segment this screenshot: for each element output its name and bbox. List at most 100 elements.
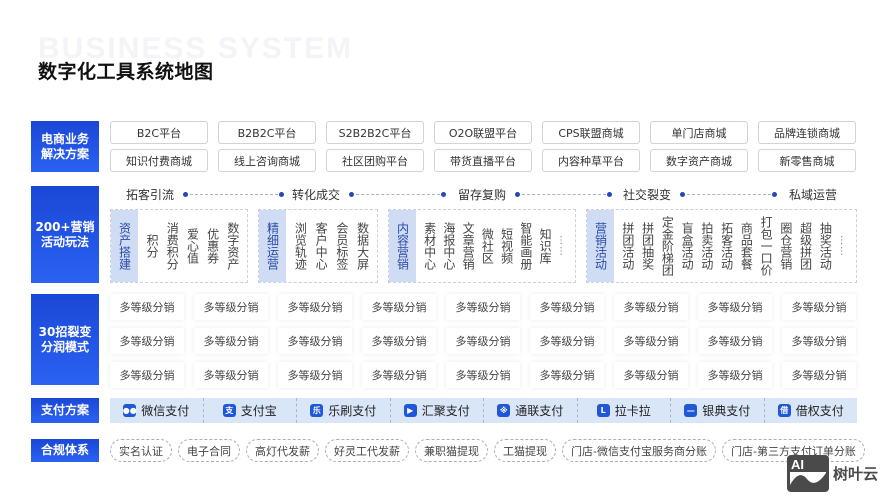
activity-item[interactable]: 圈仓营销: [778, 222, 793, 270]
distribution-item[interactable]: 多等级分销: [446, 294, 520, 320]
activity-item[interactable]: 消费积分: [165, 222, 180, 270]
stage-private: 私域运营: [789, 188, 838, 202]
activity-group-items: 素材中心海报中心文章营销微社区短视频智能画册知识库……: [416, 210, 575, 282]
distribution-item[interactable]: 多等级分销: [698, 362, 772, 388]
payment-item[interactable]: 借借权支付: [765, 398, 858, 423]
distribution-item[interactable]: 多等级分销: [530, 328, 604, 354]
distribution-item[interactable]: 多等级分销: [698, 328, 772, 354]
compliance-pill[interactable]: 工猫提现: [494, 439, 556, 462]
stage-dot: [515, 192, 520, 197]
alipay-icon: 支: [222, 404, 236, 417]
solution-item[interactable]: 单门店商城: [650, 121, 748, 144]
activity-group-items: 积分消费积分爱心值优惠券数字资产: [138, 210, 247, 282]
activity-item[interactable]: 拼团抽奖: [640, 222, 655, 270]
activity-item[interactable]: 微社区: [480, 228, 495, 264]
activity-item[interactable]: 文章营销: [461, 222, 476, 270]
compliance-pill[interactable]: 电子合同: [178, 439, 240, 462]
stage-dot: [772, 192, 777, 197]
stage-convert: 转化成交: [292, 188, 341, 202]
distribution-item[interactable]: 多等级分销: [614, 362, 688, 388]
activity-item[interactable]: 商品套餐: [739, 222, 754, 270]
distribution-item[interactable]: 多等级分销: [614, 294, 688, 320]
payment-item[interactable]: ▶汇聚支付: [391, 398, 484, 423]
distribution-item[interactable]: 多等级分销: [782, 294, 856, 320]
compliance-pill[interactable]: 兼职猫提现: [415, 439, 488, 462]
activity-group-head: 营销活动: [587, 210, 614, 282]
distribution-item[interactable]: 多等级分销: [446, 328, 520, 354]
distribution-item[interactable]: 多等级分销: [110, 294, 184, 320]
lakala-icon: L: [596, 404, 610, 417]
distribution-item[interactable]: 多等级分销: [782, 362, 856, 388]
activity-item[interactable]: 会员标签: [334, 222, 349, 270]
solution-item[interactable]: S2B2B2C平台: [326, 121, 424, 144]
stage-connector: [687, 194, 771, 195]
ecommerce-grid: B2C平台 B2B2C平台 S2B2B2C平台 O2O联盟平台 CPS联盟商城单门店商城…: [110, 121, 856, 172]
activity-item[interactable]: 知识库: [538, 228, 553, 264]
distribution-item[interactable]: 多等级分销: [698, 294, 772, 320]
activity-item[interactable]: 盲盒活动: [680, 222, 695, 270]
activity-item[interactable]: 拼团活动: [620, 222, 635, 270]
compliance-pill[interactable]: 好灵工代发薪: [325, 439, 409, 462]
solution-item[interactable]: 新零售商城: [758, 149, 856, 172]
payment-item[interactable]: 乐乐刷支付: [297, 398, 391, 423]
distribution-item[interactable]: 多等级分销: [362, 294, 436, 320]
stage-social: 社交裂变: [623, 188, 672, 202]
activity-item[interactable]: 数据大屏: [355, 222, 370, 270]
solution-item[interactable]: 内容种草平台: [542, 149, 640, 172]
distribution-item[interactable]: 多等级分销: [614, 328, 688, 354]
activity-item[interactable]: 抽奖活动: [818, 222, 833, 270]
compliance-pill[interactable]: 实名认证: [110, 439, 172, 462]
activity-group-head: 精细运营: [259, 210, 286, 282]
distribution-item[interactable]: 多等级分销: [362, 328, 436, 354]
solution-item[interactable]: B2B2C平台: [218, 121, 316, 144]
activity-item[interactable]: 优惠券: [205, 228, 220, 264]
activity-item[interactable]: 爱心值: [185, 228, 200, 264]
distribution-item[interactable]: 多等级分销: [194, 294, 268, 320]
solution-item[interactable]: 带货直播平台: [434, 149, 532, 172]
distribution-item[interactable]: 多等级分销: [278, 328, 352, 354]
distribution-item[interactable]: 多等级分销: [782, 328, 856, 354]
compliance-pill[interactable]: 高灯代发薪: [246, 439, 319, 462]
payment-item[interactable]: 支支付宝: [204, 398, 297, 423]
activity-item[interactable]: 定金阶梯团: [660, 216, 675, 276]
solution-item[interactable]: O2O联盟平台: [434, 121, 532, 144]
activity-item[interactable]: 素材中心: [422, 222, 437, 270]
stage-acquire: 拓客引流: [126, 188, 175, 202]
page-title: 数字化工具系统地图: [38, 61, 214, 83]
section-label-compliance: 合规体系: [31, 439, 99, 462]
activity-item[interactable]: 智能画册: [518, 222, 533, 270]
solution-item[interactable]: 知识付费商城: [110, 149, 208, 172]
activity-item[interactable]: 浏览轨迹: [293, 222, 308, 270]
distribution-item[interactable]: 多等级分销: [194, 362, 268, 388]
payment-item[interactable]: ●●微信支付: [110, 398, 204, 423]
distribution-item[interactable]: 多等级分销: [446, 362, 520, 388]
stage-connector: [522, 194, 606, 195]
distribution-item[interactable]: 多等级分销: [278, 362, 352, 388]
activity-item[interactable]: 客户中心: [314, 222, 329, 270]
solution-item[interactable]: 数字资产商城: [650, 149, 748, 172]
distribution-item[interactable]: 多等级分销: [362, 362, 436, 388]
activity-item[interactable]: 积分: [145, 234, 160, 258]
distribution-item[interactable]: 多等级分销: [530, 362, 604, 388]
distribution-item[interactable]: 多等级分销: [194, 328, 268, 354]
solution-item[interactable]: CPS联盟商城: [542, 121, 640, 144]
activity-item[interactable]: 数字资产: [225, 222, 240, 270]
solution-item[interactable]: 线上咨询商城: [218, 149, 316, 172]
activity-item[interactable]: 拍卖活动: [699, 222, 714, 270]
distribution-item[interactable]: 多等级分销: [110, 362, 184, 388]
activity-item[interactable]: 海报中心: [441, 222, 456, 270]
activity-item[interactable]: 短视频: [499, 228, 514, 264]
payment-item[interactable]: —银典支付: [671, 398, 765, 423]
activity-item[interactable]: 拓客活动: [719, 222, 734, 270]
distribution-item[interactable]: 多等级分销: [530, 294, 604, 320]
payment-item[interactable]: ※通联支付: [484, 398, 578, 423]
compliance-pill[interactable]: 门店-微信支付宝服务商分账: [562, 439, 716, 462]
activity-item[interactable]: 打包一口价: [759, 216, 774, 276]
solution-item[interactable]: 品牌连锁商城: [758, 121, 856, 144]
solution-item[interactable]: B2C平台: [110, 121, 208, 144]
solution-item[interactable]: 社区团购平台: [326, 149, 424, 172]
distribution-item[interactable]: 多等级分销: [278, 294, 352, 320]
distribution-item[interactable]: 多等级分销: [110, 328, 184, 354]
activity-item[interactable]: 超级拼团: [798, 222, 813, 270]
